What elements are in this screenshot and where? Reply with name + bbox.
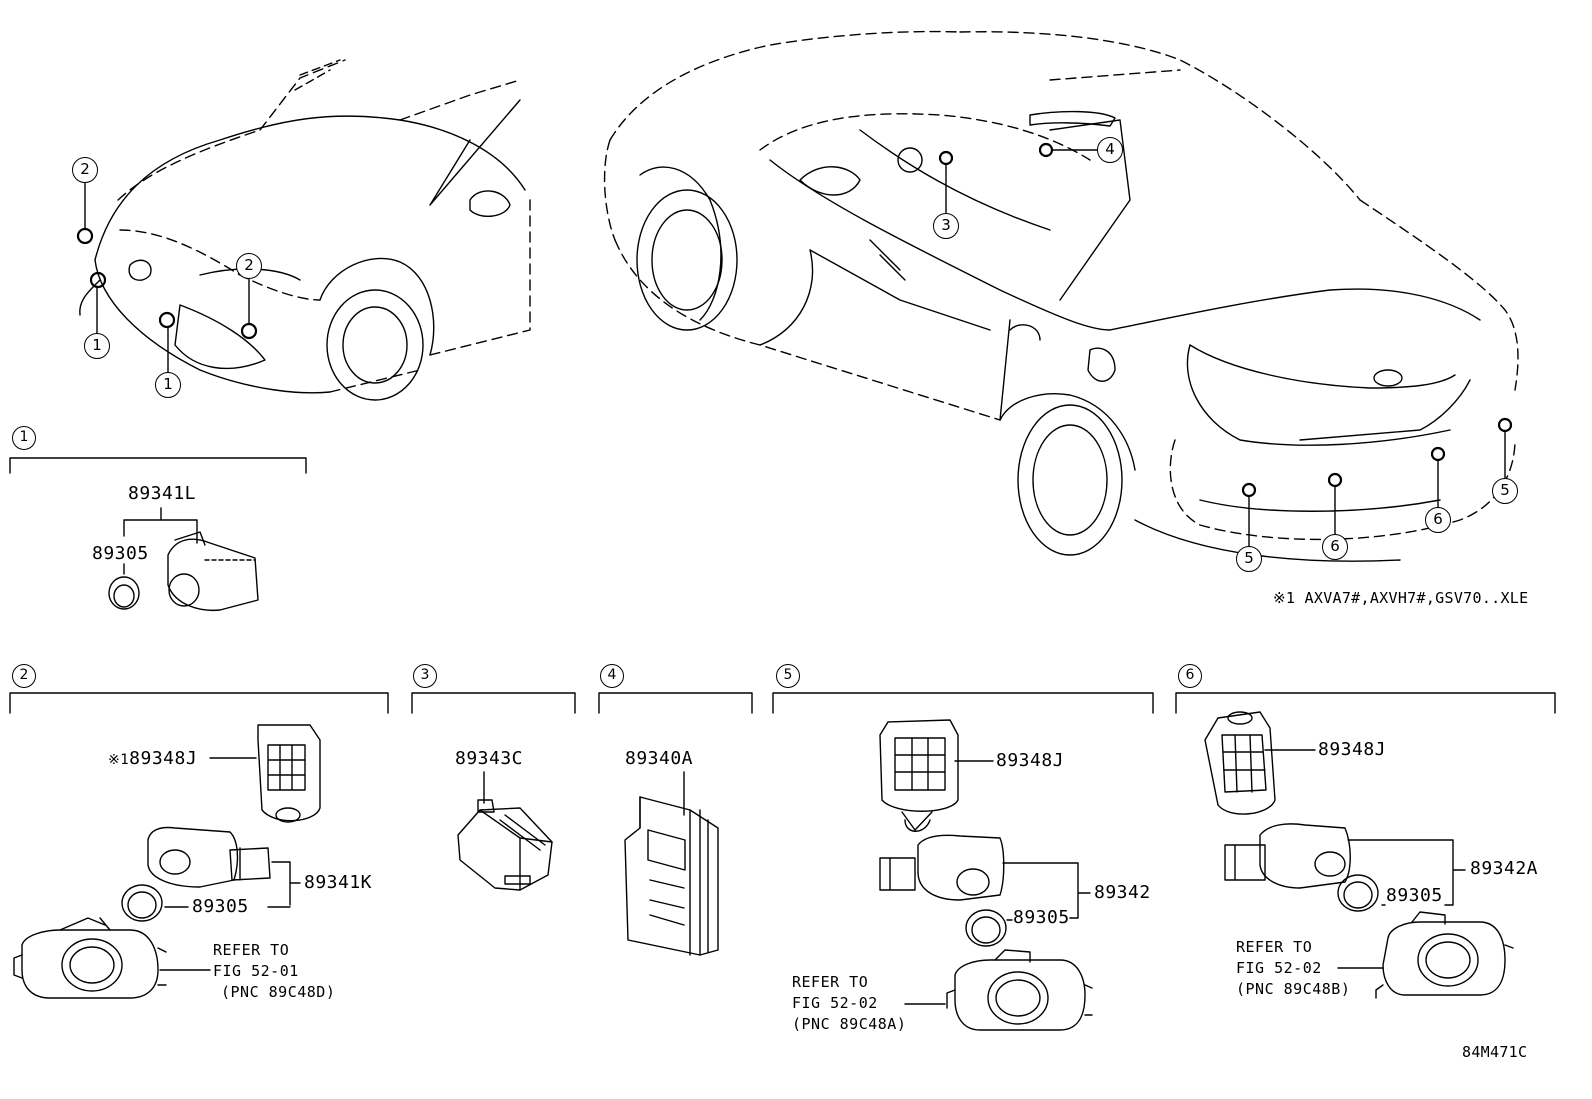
callout-front-2-right: 2 — [236, 253, 262, 279]
part-89340A: 89340A — [625, 748, 694, 769]
callout-rear-5-right: 5 — [1492, 478, 1518, 504]
section-4-parts — [624, 771, 719, 956]
section-2-marker: 2 — [12, 664, 36, 688]
section-3-parts — [457, 771, 553, 891]
section-5-marker: 5 — [776, 664, 800, 688]
refer-line-3: (PNC 89C48D) — [221, 983, 336, 1001]
section-1-marker: 1 — [12, 426, 36, 450]
part-89305-s1: 89305 — [92, 543, 149, 564]
callout-front-1-right: 1 — [155, 372, 181, 398]
section-2-parts — [13, 724, 321, 999]
section-brackets — [9, 457, 1556, 714]
applicability-mark: ※1 — [108, 752, 130, 768]
section-5-parts — [879, 719, 1093, 1031]
part-89343C: 89343C — [455, 748, 524, 769]
part-89305-s2: 89305 — [192, 896, 249, 917]
refer-line-1: REFER TO — [792, 973, 869, 991]
refer-line-3: (PNC 89C48B) — [1236, 980, 1351, 998]
front-sensor-markers — [76, 227, 258, 340]
rear-car-illustration — [603, 30, 1519, 562]
refer-note-s6: REFER TO FIG 52-02 (PNC 89C48B) — [1236, 937, 1350, 1000]
refer-line-1: REFER TO — [1236, 938, 1313, 956]
part-89348J-s5: 89348J — [996, 750, 1065, 771]
applicability-footnote: ※1 AXVA7#,AXVH7#,GSV70..XLE — [1273, 589, 1529, 607]
section-4-marker: 4 — [600, 664, 624, 688]
callout-rear-6-right: 6 — [1425, 507, 1451, 533]
part-89348J-s2: ※189348J — [108, 750, 197, 769]
callout-rear-5-left: 5 — [1236, 546, 1262, 572]
section-6-parts — [1204, 711, 1514, 999]
callout-rear-4: 4 — [1097, 137, 1123, 163]
refer-line-2: FIG 52-01 — [213, 962, 299, 980]
callout-rear-6-left: 6 — [1322, 534, 1348, 560]
callout-front-1-left: 1 — [84, 333, 110, 359]
front-car-illustration — [79, 59, 531, 401]
callout-front-2-left: 2 — [72, 157, 98, 183]
part-89305-s5: 89305 — [1013, 907, 1070, 928]
refer-line-2: FIG 52-02 — [1236, 959, 1322, 977]
part-89341L: 89341L — [128, 483, 197, 504]
part-89342: 89342 — [1094, 882, 1151, 903]
part-89342A: 89342A — [1470, 858, 1539, 879]
refer-note-s2: REFER TO FIG 52-01 (PNC 89C48D) — [213, 940, 335, 1003]
front-callout-leaders — [84, 181, 250, 373]
rear-callout-leaders — [945, 149, 1506, 547]
figure-id: 84M471C — [1462, 1043, 1528, 1061]
refer-line-1: REFER TO — [213, 941, 290, 959]
callout-rear-3: 3 — [933, 213, 959, 239]
refer-line-2: FIG 52-02 — [792, 994, 878, 1012]
part-89305-s6: 89305 — [1386, 885, 1443, 906]
part-89341K: 89341K — [304, 872, 373, 893]
part-number: 89348J — [129, 748, 198, 769]
refer-line-3: (PNC 89C48A) — [792, 1015, 907, 1033]
part-89348J-s6: 89348J — [1318, 739, 1387, 760]
refer-note-s5: REFER TO FIG 52-02 (PNC 89C48A) — [792, 972, 906, 1035]
section-1-parts — [108, 507, 259, 612]
rear-sensor-markers — [938, 142, 1513, 498]
section-6-marker: 6 — [1178, 664, 1202, 688]
section-3-marker: 3 — [413, 664, 437, 688]
